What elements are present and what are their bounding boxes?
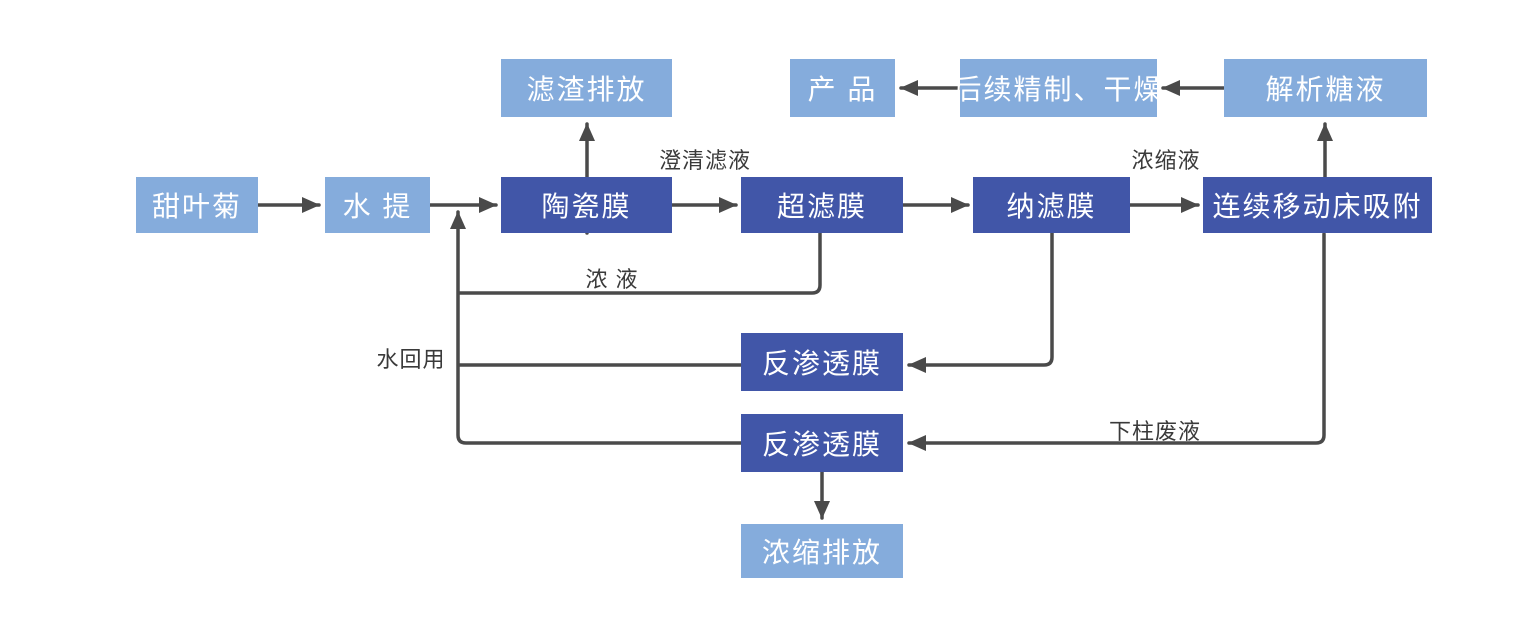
node-reverse-osmosis-1: 反渗透膜 [741,333,903,391]
node-ultrafiltration-membrane: 超滤膜 [741,177,903,233]
node-concentrate-discharge: 浓缩排放 [741,524,903,578]
edge-label-concentrated-liquid: 浓缩液 [1131,148,1201,173]
node-moving-bed-adsorption: 连续移动床吸附 [1203,177,1432,233]
edge-label-water-reuse: 水回用 [376,347,446,372]
node-refining-drying: 后续精制、干燥 [954,59,1162,117]
edge-label-column-waste-liquid: 下柱废液 [1108,419,1202,444]
node-residue-discharge: 滤渣排放 [501,59,672,117]
node-desorbed-sugar-liquid: 解析糖液 [1224,59,1427,117]
node-product: 产 品 [790,59,895,117]
node-reverse-osmosis-2: 反渗透膜 [741,414,903,472]
node-stevia: 甜叶菊 [136,177,258,233]
edge-label-concentrate: 浓 液 [585,267,639,292]
node-ceramic-membrane: 陶瓷膜 [501,177,672,233]
node-water-extraction: 水 提 [325,177,430,233]
node-nanofiltration-membrane: 纳滤膜 [973,177,1130,233]
edge-label-clarified-filtrate: 澄清滤液 [658,148,752,173]
